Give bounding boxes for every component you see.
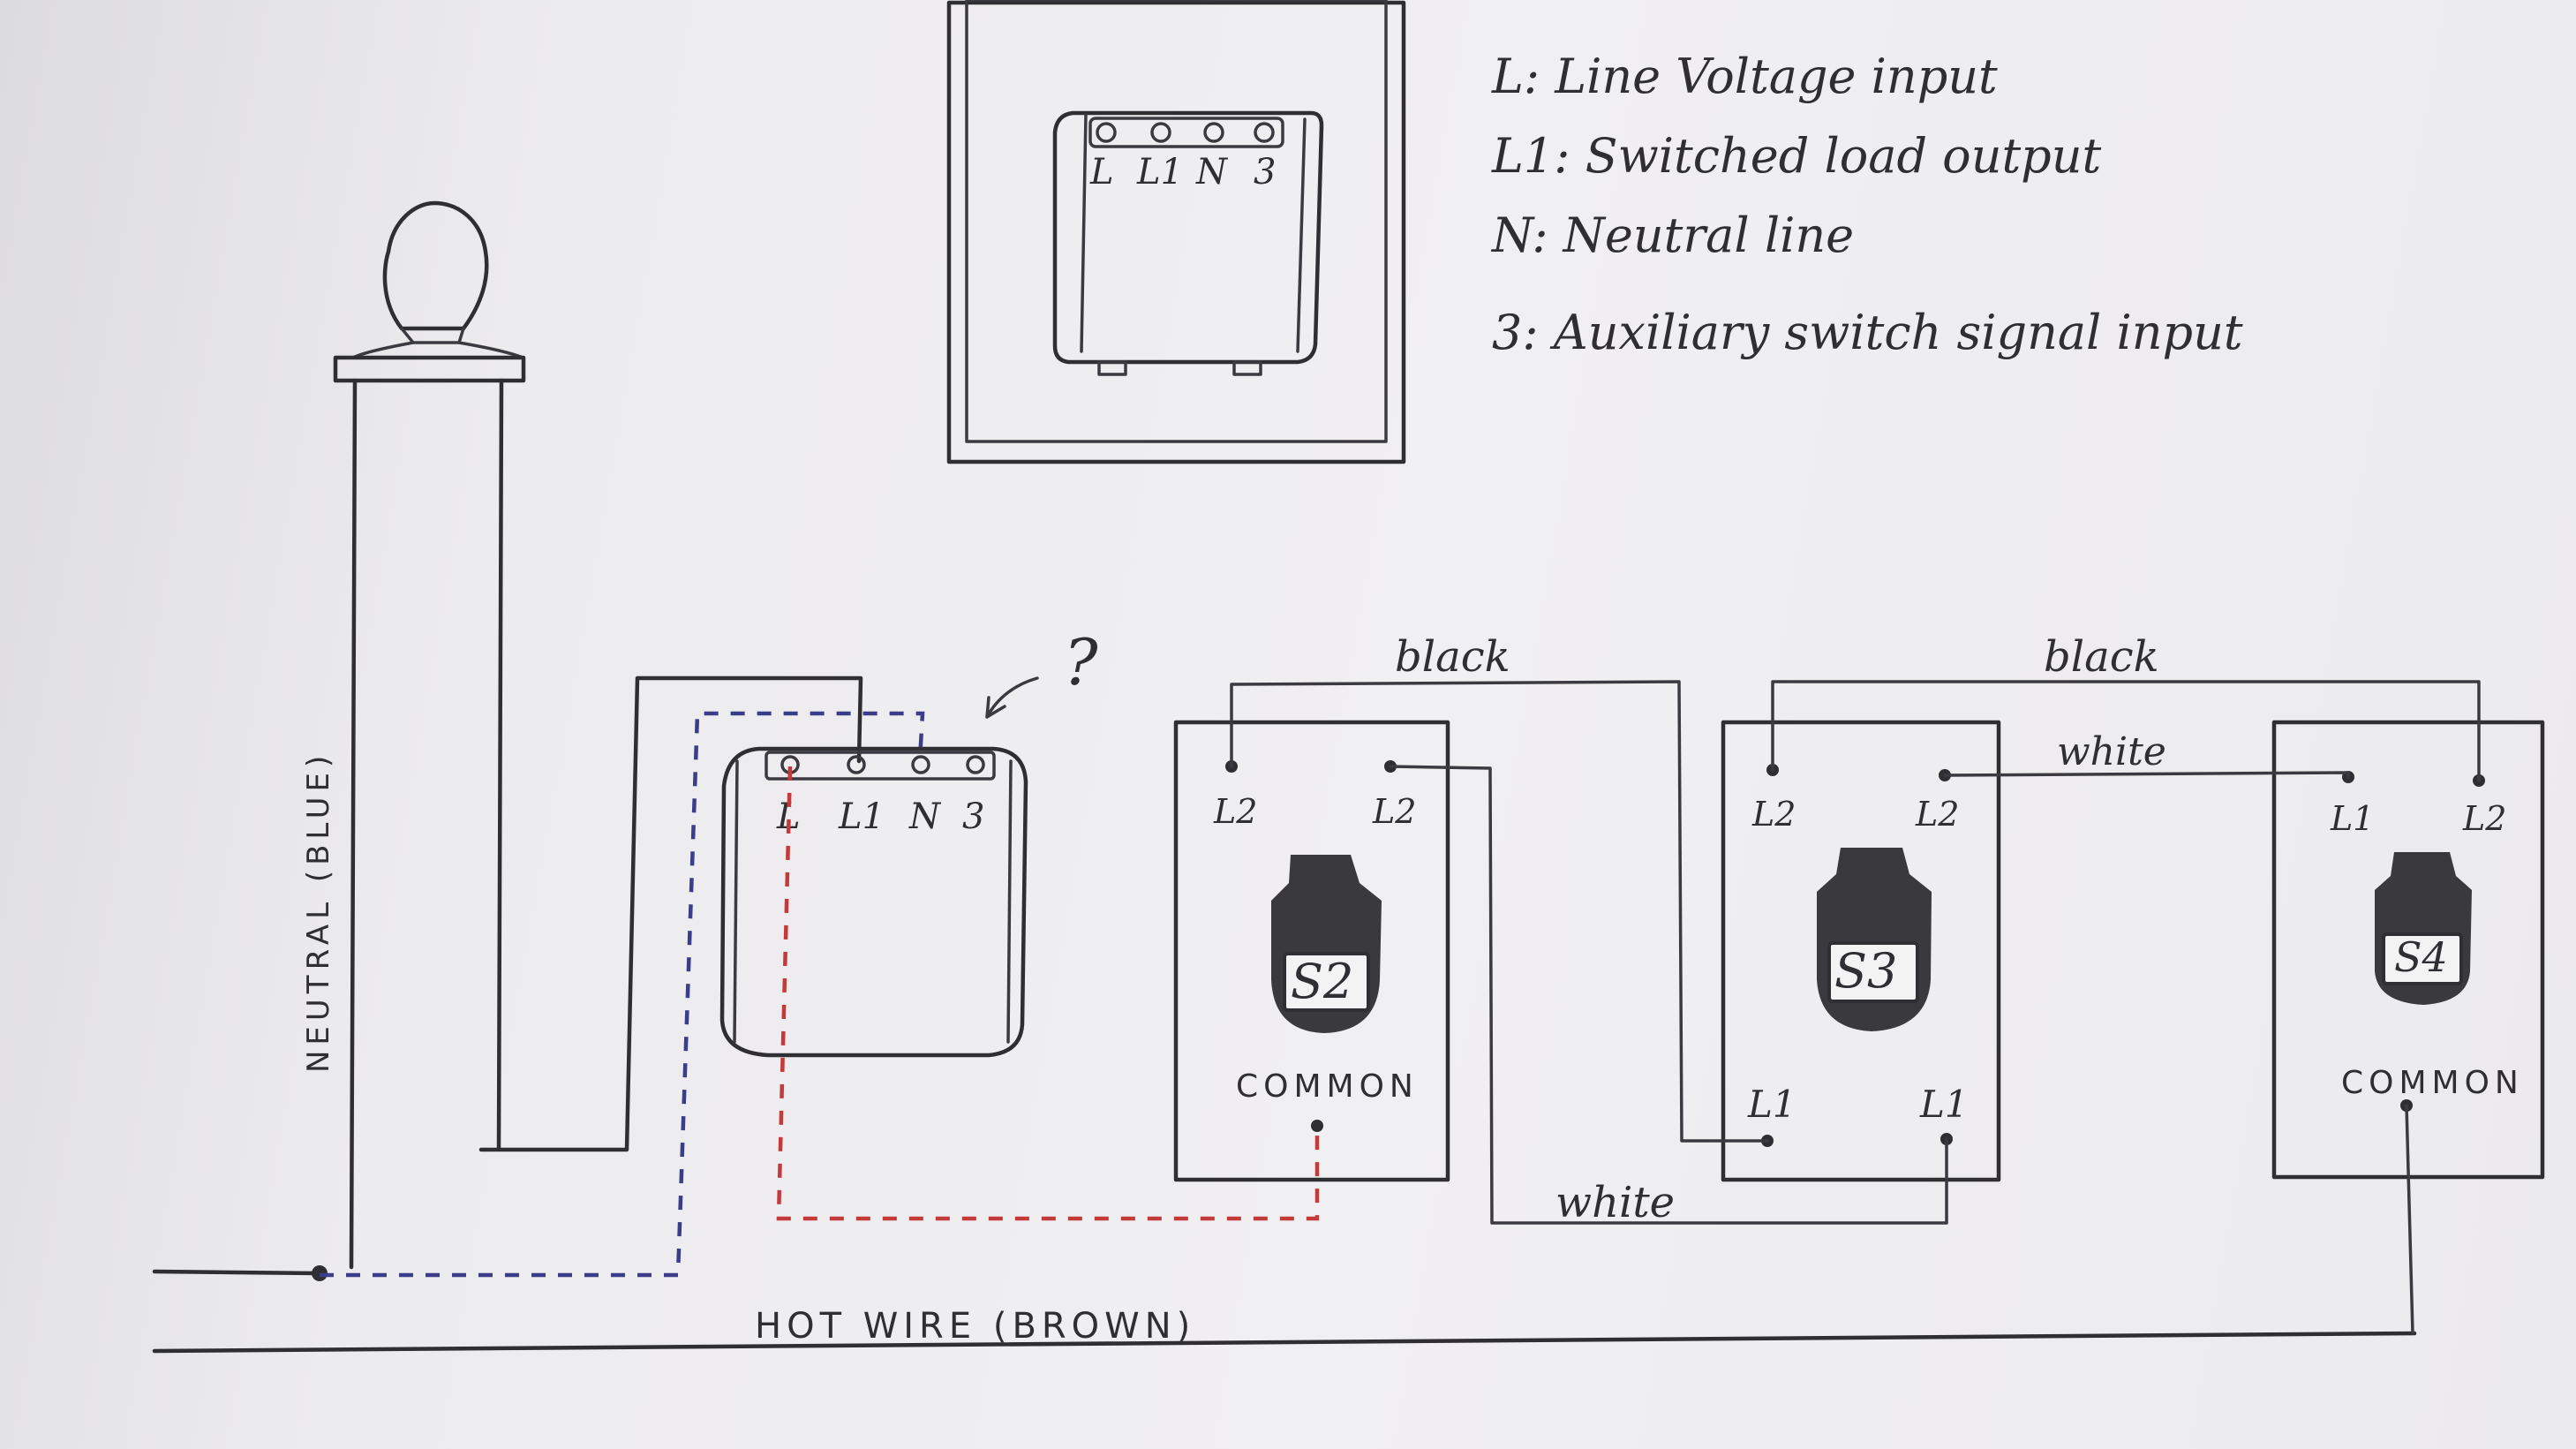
question-arrow	[985, 676, 1039, 719]
module-main-terminal-label: L1	[838, 796, 885, 837]
module-main: L L1 N 3 ?	[719, 625, 1098, 1058]
hot-to-s4-common	[2405, 1104, 2414, 1335]
s4-rocker-icon	[2375, 852, 2472, 1005]
legend-item-n: N: Neutral line	[1490, 208, 1854, 263]
s3-label: S3	[1834, 943, 1897, 999]
s2-label: S2	[1291, 954, 1353, 1009]
white-label-1: white	[1555, 1178, 1675, 1227]
lamp-icon	[333, 200, 526, 1270]
white-label-2: white	[2057, 729, 2166, 774]
question-mark: ?	[1064, 625, 1098, 699]
s2-terminal-common: COMMON	[1236, 1068, 1419, 1105]
s3-rocker-icon	[1817, 848, 1932, 1031]
module-top-terminal-label: 3	[1254, 152, 1276, 192]
switch-s3: L2 L2 S3 L1 L1	[1721, 720, 2001, 1182]
legend-item-l: L: Line Voltage input	[1491, 49, 1998, 104]
hot-wire-line	[152, 1331, 2417, 1354]
s4-terminal-top-right: L2	[2462, 799, 2506, 838]
black-label-1: black	[1395, 632, 1510, 682]
module-top-frame	[946, 0, 1406, 464]
s4-terminal-top-left: L1	[2330, 799, 2374, 838]
s3-terminal-top-right: L2	[1915, 795, 1959, 834]
s4-terminal-common: COMMON	[2341, 1065, 2524, 1101]
line-feed-dashed-wire	[776, 766, 1320, 1221]
module-top-terminal-label: N	[1195, 152, 1229, 192]
traveler-black-2	[1771, 680, 2481, 782]
legend-item-3: 3: Auxiliary switch signal input	[1492, 305, 2243, 360]
s4-label: S4	[2394, 933, 2448, 981]
legend: L: Line Voltage input L1: Switched load …	[1490, 49, 2243, 360]
s2-terminal-top-left: L2	[1213, 792, 1257, 831]
module-main-terminal-label: N	[908, 796, 942, 837]
traveler-white-2	[1943, 771, 2350, 779]
s2-rocker-icon	[1271, 855, 1382, 1033]
legend-item-l1: L1: Switched load output	[1491, 128, 2102, 184]
neutral-label: NEUTRAL (BLUE)	[301, 751, 336, 1073]
module-top-terminal-label: L	[1089, 152, 1114, 192]
switch-s2: L2 L2 S2 COMMON	[1173, 720, 1450, 1182]
s3-terminal-bottom-left: L1	[1747, 1083, 1796, 1126]
module-top-terminal-label: L1	[1136, 152, 1183, 192]
s3-terminal-bottom-right: L1	[1919, 1083, 1969, 1126]
lamp-return-wire	[478, 675, 863, 1152]
s3-terminal-top-left: L2	[1751, 795, 1796, 834]
switch-s4: L1 L2 S4 COMMON	[2271, 720, 2545, 1180]
module-main-terminal-label: 3	[962, 796, 984, 837]
module-top: L L1 N 3	[1052, 110, 1324, 376]
traveler-black-1	[1230, 680, 1769, 1143]
black-label-2: black	[2044, 632, 2159, 682]
s2-terminal-top-right: L2	[1372, 792, 1416, 831]
neutral-line	[152, 1269, 320, 1276]
traveler-white-1	[1389, 765, 1948, 1225]
neutral-dashed-wire	[320, 711, 925, 1278]
hot-wire-label: HOT WIRE (BROWN)	[755, 1306, 1195, 1347]
